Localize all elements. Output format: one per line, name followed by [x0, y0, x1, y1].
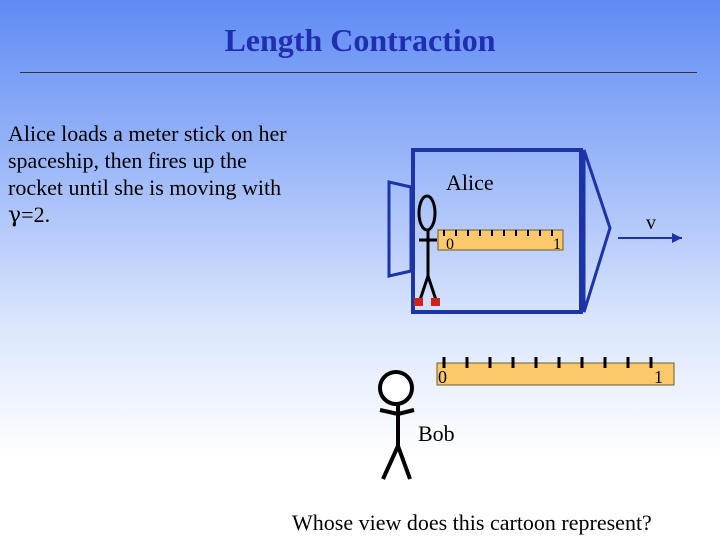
question-text: Whose view does this cartoon represent? [292, 510, 652, 536]
spaceship-nose [584, 150, 610, 312]
alice-label: Alice [446, 170, 494, 196]
bob-figure [380, 372, 414, 479]
bob-stick-end-label: 1 [654, 367, 663, 388]
bob-label: Bob [418, 421, 455, 447]
alice-stick-start-label: 0 [446, 236, 454, 254]
spaceship-engine [389, 182, 411, 276]
alice-feet [414, 298, 440, 306]
velocity-label: v [646, 212, 656, 235]
bob-meter-stick [437, 357, 674, 385]
alice-stick-end-label: 1 [553, 236, 561, 254]
alice-figure [419, 196, 437, 300]
bob-stick-start-label: 0 [438, 367, 447, 388]
alice-meter-stick [438, 230, 563, 250]
